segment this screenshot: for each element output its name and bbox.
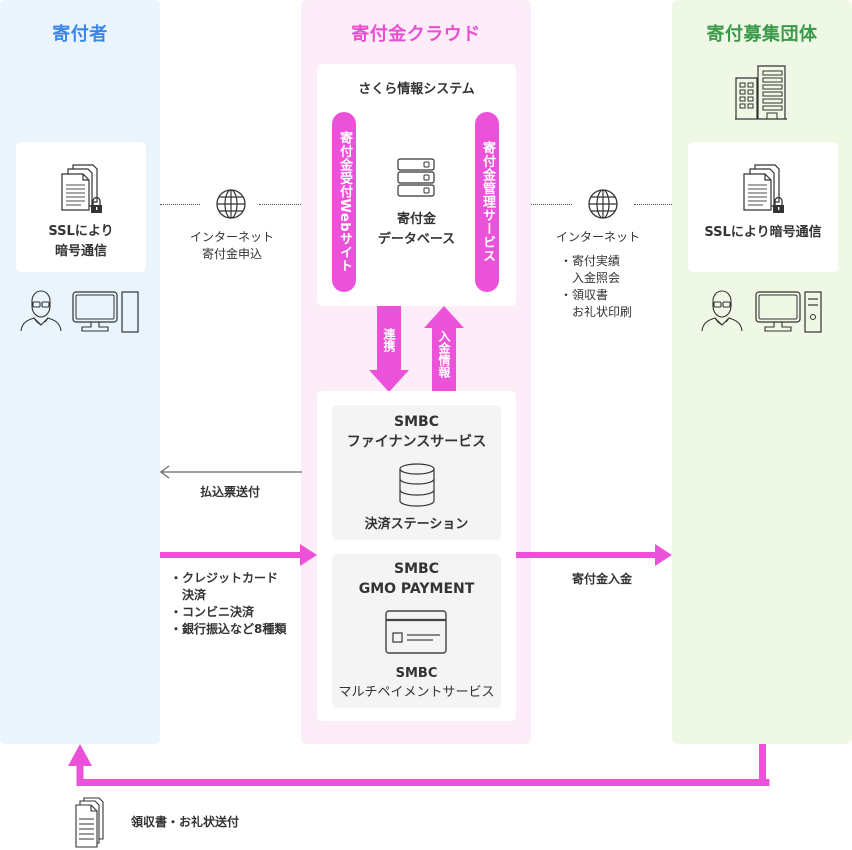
donor-ssl-line2: 暗号通信 <box>54 244 107 259</box>
payment-info-arrow-up <box>424 306 464 392</box>
globe-icon <box>215 188 247 220</box>
payment-info-arrow-label: 入金情報 <box>437 330 451 378</box>
smbc-finance-line1: SMBC <box>394 414 439 430</box>
smbc-gmo-box: SMBC GMO PAYMENT SMBC マルチペイメントサービス <box>332 554 501 708</box>
payment-slip-label: 払込票送付 <box>199 485 260 499</box>
payment-method-item: ・クレジットカード <box>170 571 279 585</box>
payment-methods-arrow <box>160 544 317 566</box>
sync-arrow-label: 連携 <box>382 328 396 352</box>
right-internet-item: ・領収書 <box>560 288 609 302</box>
document-lock-icon <box>59 162 107 213</box>
dotted-connector-left-a <box>160 204 200 205</box>
org-title: 寄付募集団体 <box>706 24 818 45</box>
receipt-label: 領収書・お礼状送付 <box>131 815 240 829</box>
left-internet-line2: 寄付金申込 <box>201 247 262 261</box>
documents-icon <box>75 797 107 849</box>
donor-ssl-line1: SSLにより <box>48 224 114 239</box>
payment-providers-card: SMBC ファイナンスサービス 決済ステーション SMBC GMO PAYMEN… <box>317 391 516 721</box>
document-lock-icon <box>741 162 789 213</box>
right-internet-list: ・寄付実績 入金照会 ・領収書 お礼状印刷 <box>560 253 632 321</box>
left-internet-line1: インターネット <box>189 230 274 244</box>
monitor-icon <box>72 291 118 333</box>
donor-title: 寄付者 <box>52 24 108 45</box>
pc-tower-icon <box>121 291 139 333</box>
database-line2: データベース <box>377 232 456 247</box>
payment-methods-list: ・クレジットカード 決済 ・コンビニ決済 ・銀行振込など8種類 <box>170 570 286 638</box>
dotted-connector-right-a <box>531 204 572 205</box>
donation-deposit-arrow <box>516 544 672 566</box>
sync-arrow-down <box>369 306 409 392</box>
smbc-gmo-line2: GMO PAYMENT <box>358 581 475 597</box>
org-ssl-card: SSLにより暗号通信 <box>688 142 838 272</box>
dotted-connector-left-b <box>259 204 301 205</box>
payment-slip-arrow <box>160 465 302 479</box>
receipt-return-arrow <box>68 744 770 786</box>
payment-method-item: ・コンビニ決済 <box>170 605 255 619</box>
database-line1: 寄付金 <box>396 212 436 227</box>
sakura-system-card: さくら情報システム 寄付金受付Webサイト 寄付金管理サービス 寄付金 データベ… <box>317 64 516 306</box>
smbc-gmo-line1: SMBC <box>394 561 439 577</box>
building-icon <box>735 64 787 120</box>
server-icon <box>397 158 435 198</box>
monitor-icon <box>755 291 801 333</box>
person-icon <box>19 289 63 333</box>
right-internet-item: 入金照会 <box>560 271 621 285</box>
smbc-finance-line2: ファイナンスサービス <box>346 434 487 450</box>
payment-method-item: ・銀行振込など8種類 <box>170 622 287 636</box>
cloud-title: 寄付金クラウド <box>351 24 481 45</box>
org-column: 寄付募集団体 <box>672 0 852 744</box>
multi-payment-label: マルチペイメントサービス <box>338 685 495 700</box>
donor-column: 寄付者 <box>0 0 160 744</box>
payment-station-label: 決済ステーション <box>364 517 469 532</box>
database-icon <box>399 463 435 507</box>
dotted-connector-right-b <box>634 204 672 205</box>
donation-website-pill: 寄付金受付Webサイト <box>332 112 356 292</box>
right-internet-item: お礼状印刷 <box>560 305 633 319</box>
globe-icon <box>587 188 619 220</box>
donation-management-pill: 寄付金管理サービス <box>475 112 499 292</box>
pc-tower-icon <box>804 291 822 333</box>
credit-card-icon <box>385 610 447 654</box>
smbc-gmo-sub1: SMBC <box>395 666 438 681</box>
right-internet-title: インターネット <box>556 230 641 244</box>
org-ssl-text: SSLにより暗号通信 <box>704 225 822 240</box>
donation-deposit-label: 寄付金入金 <box>571 572 632 586</box>
sakura-title: さくら情報システム <box>358 82 475 97</box>
smbc-finance-box: SMBC ファイナンスサービス 決済ステーション <box>332 405 501 540</box>
right-internet-item: ・寄付実績 <box>560 254 621 268</box>
person-icon <box>700 289 744 333</box>
donor-ssl-card: SSLにより 暗号通信 <box>16 142 146 272</box>
payment-method-item: 決済 <box>170 588 207 602</box>
